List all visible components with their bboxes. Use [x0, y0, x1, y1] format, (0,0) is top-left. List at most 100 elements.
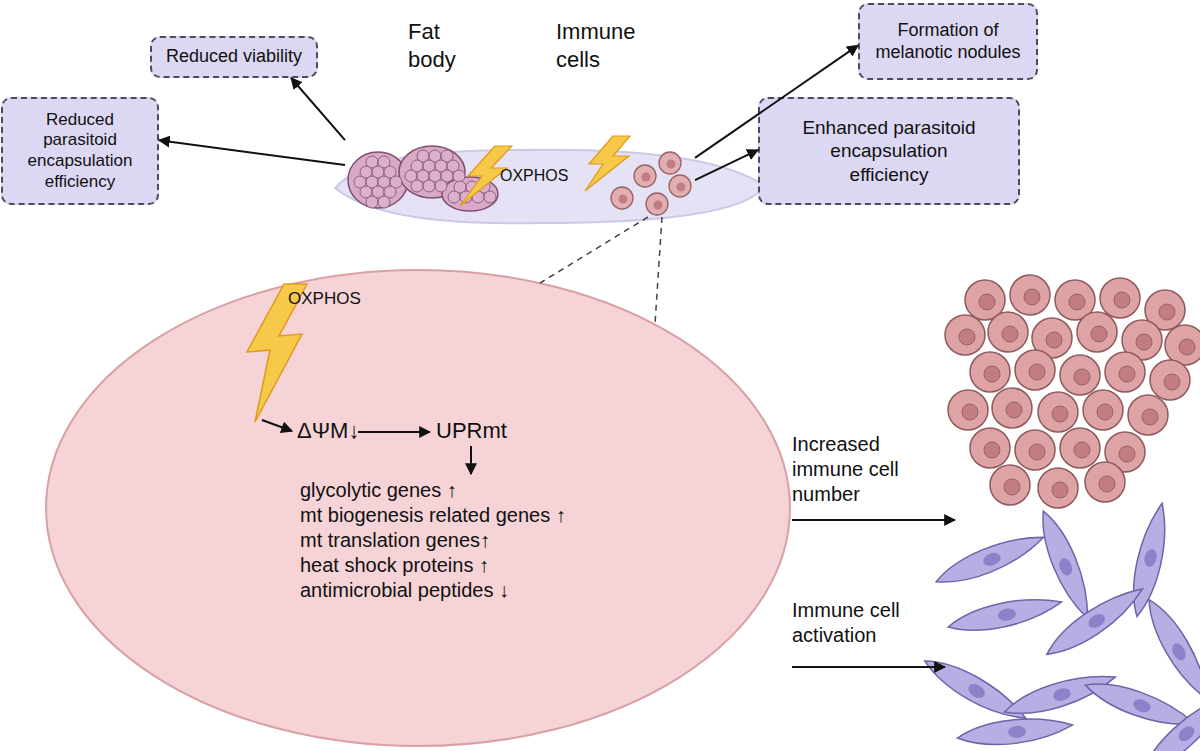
fat-cell [472, 191, 484, 203]
process-label: OXPHOS [288, 288, 361, 309]
cell-body [1038, 468, 1078, 508]
cell-nucleus [1119, 366, 1135, 382]
immune-cell [669, 175, 691, 197]
fat-cell [366, 196, 378, 208]
cell-nucleus [1136, 334, 1152, 350]
node-heading: Immune cells [556, 18, 646, 73]
activated-cell [1133, 688, 1200, 751]
activated-cell [1141, 593, 1200, 707]
node-text: mt translation genes↑ [300, 528, 490, 552]
cell-body [1039, 581, 1150, 663]
node-text: antimicrobial peptides ↓ [300, 578, 509, 602]
immune-cell-outline [46, 270, 790, 746]
lightning-bolt [585, 136, 630, 191]
larva-body [335, 150, 765, 224]
outcome-box: Enhanced parasitoid encapsulation effici… [758, 97, 1020, 205]
outcome-box: Formation of melanotic nodules [858, 3, 1038, 80]
outcome-box: Reduced viability [150, 36, 318, 78]
cell-nucleus [1169, 641, 1188, 663]
node-text: heat shock proteins ↑ [300, 553, 489, 577]
outcome-label: Immune cell activation [792, 598, 912, 648]
node-heading: Fat body [408, 18, 484, 73]
cell-body [1010, 275, 1050, 315]
cell-nucleus [1006, 402, 1022, 418]
process-label: OXPHOS [500, 166, 568, 186]
cell-nucleus [1176, 723, 1198, 744]
cell-body [1133, 688, 1200, 751]
cell-body [1165, 325, 1200, 365]
cell-nucleus [667, 160, 676, 169]
node-text: ΔΨM↓ [297, 418, 359, 444]
cell-nucleus [984, 366, 1000, 382]
outcome-box: Reduced parasitoid encapsulation efficie… [1, 97, 159, 205]
connector-arrow [695, 45, 858, 158]
fat-cell [435, 180, 447, 192]
cell-nucleus [1029, 364, 1045, 380]
tissue-region: Immune cells [550, 14, 695, 219]
fat-cell [423, 180, 435, 192]
cell-body [646, 193, 668, 215]
outcome-arrow [792, 666, 945, 668]
outer-membrane [100, 300, 268, 342]
immune-cell [945, 315, 985, 355]
cell-body [1100, 278, 1140, 318]
immune-cell [1105, 352, 1145, 392]
cell-nucleus [1004, 479, 1020, 495]
cell-nucleus [1074, 369, 1090, 385]
fat-cell [448, 191, 460, 203]
larval-immune-cells [611, 152, 691, 215]
cell-body [659, 152, 681, 174]
immune-cell [970, 428, 1010, 468]
immune-cell [1038, 392, 1078, 432]
node-text: mt biogenesis related genes ↑ [300, 503, 566, 527]
immune-cell [1100, 278, 1140, 318]
cell-nucleus [1119, 446, 1135, 462]
immune-cell [1085, 462, 1125, 502]
node-text: Reduced viability [166, 46, 302, 68]
node-text: Enhanced parasitoid encapsulation effici… [789, 116, 989, 186]
cell-nucleus [1179, 339, 1195, 355]
cell-body [669, 175, 691, 197]
cell-nucleus [1069, 294, 1085, 310]
immune-cell [611, 187, 633, 209]
cell-nucleus [1052, 482, 1068, 498]
cell-body [1060, 355, 1100, 395]
immune-cell [1128, 395, 1168, 435]
cell-nucleus [1002, 326, 1018, 342]
cell-body [1105, 352, 1145, 392]
fat-cell [453, 170, 465, 182]
cell-nucleus [997, 607, 1017, 622]
cell-nucleus [1091, 326, 1107, 342]
edge-group [159, 45, 858, 180]
node-text: UPRmt [436, 418, 507, 444]
cell-nucleus [1086, 611, 1108, 631]
activated-immune-cells [920, 501, 1200, 751]
mitochondrion-group [100, 300, 268, 342]
cell-body [970, 352, 1010, 392]
outcome-label: Increased immune cell number [792, 432, 912, 507]
cell-body [1085, 462, 1125, 502]
process-arrow [358, 431, 430, 433]
cell-body [920, 649, 1031, 731]
cell-body [956, 716, 1073, 748]
immune-cell [948, 390, 988, 430]
immune-cell [992, 388, 1032, 428]
cell-nucleus [1097, 404, 1113, 420]
cell-body [988, 312, 1028, 352]
cell-nucleus [1057, 556, 1074, 577]
cell-nucleus [1099, 476, 1115, 492]
cell-body [970, 428, 1010, 468]
cell-nucleus [1131, 697, 1152, 715]
cell-nucleus [962, 404, 978, 420]
immune-cell [970, 352, 1010, 392]
immune-cell [1083, 390, 1123, 430]
immune-cell [1165, 325, 1200, 365]
fat-cell [378, 196, 390, 208]
connector-arrow [695, 150, 758, 180]
cell-body [1128, 395, 1168, 435]
cell-body [990, 465, 1030, 505]
cell-nucleus [642, 173, 651, 182]
